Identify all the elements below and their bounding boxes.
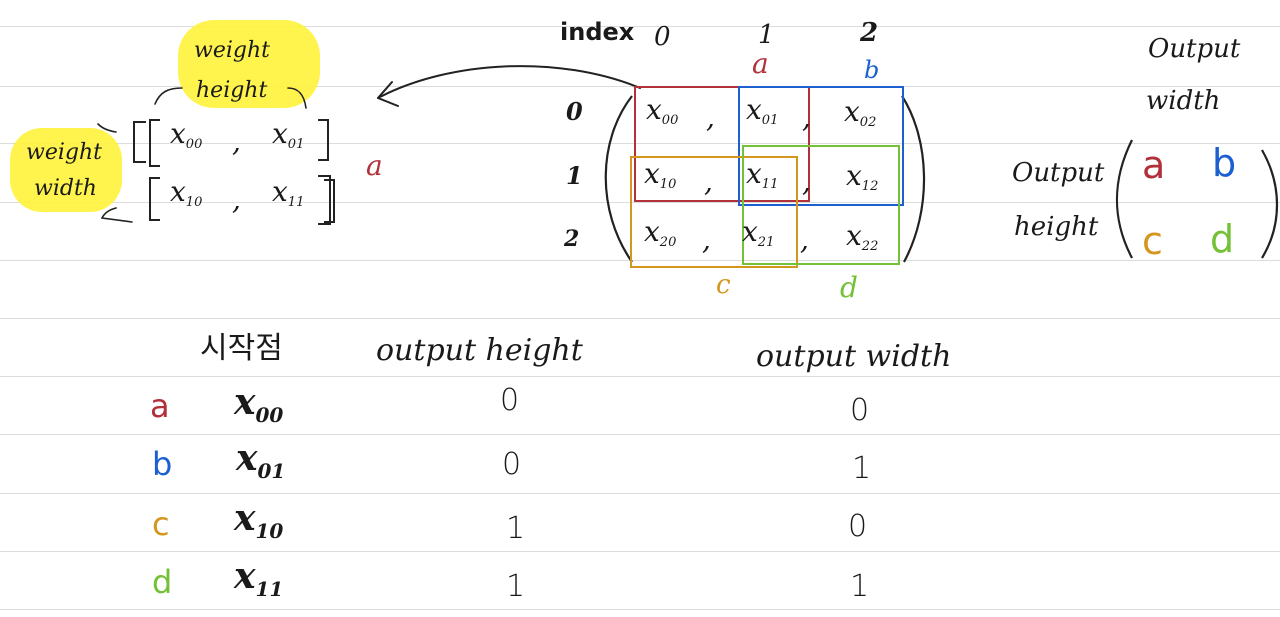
table-row-label: b bbox=[152, 445, 173, 483]
index-col-2: 2 bbox=[860, 18, 879, 48]
table-start-sub: 00 bbox=[255, 403, 284, 427]
window-box-a bbox=[634, 86, 810, 202]
weight-width-label-line2: width bbox=[34, 176, 97, 201]
table-start-sub: 10 bbox=[255, 519, 284, 543]
weight-height-label-line2: height bbox=[196, 78, 268, 103]
output-entry-c: c bbox=[1142, 219, 1163, 263]
window-box-b bbox=[738, 86, 904, 206]
matrix-x20-sub: 20 bbox=[659, 235, 677, 250]
weight-width-highlight bbox=[10, 128, 122, 212]
matrix-x01-sub: 01 bbox=[761, 113, 779, 128]
index-col-0: 0 bbox=[654, 22, 671, 52]
weight-w11-sub: 11 bbox=[287, 195, 305, 210]
index-row-2: 2 bbox=[564, 226, 580, 252]
table-start-sub: 01 bbox=[257, 459, 286, 483]
matrix-comma: , bbox=[706, 101, 715, 134]
output-width-label-line2: width bbox=[1146, 86, 1221, 116]
table-width-value: 0 bbox=[850, 393, 870, 428]
matrix-x02-sub: 02 bbox=[859, 115, 877, 130]
table-start-point: x01 bbox=[236, 437, 286, 483]
ruled-line bbox=[0, 318, 1280, 319]
window-box-d bbox=[742, 145, 900, 265]
matrix-comma: , bbox=[800, 223, 809, 256]
table-start-point: x00 bbox=[234, 381, 284, 427]
weight-height-label-line1: weight bbox=[194, 38, 270, 63]
index-col-1: 1 bbox=[758, 20, 775, 50]
matrix-x20: x20 bbox=[644, 215, 677, 250]
table-row-label: a bbox=[150, 387, 170, 425]
matrix-comma: , bbox=[802, 165, 811, 198]
ruled-line bbox=[0, 609, 1280, 610]
ruled-line bbox=[0, 26, 1280, 27]
weight-width-label-line1: weight bbox=[26, 140, 102, 165]
ruled-line bbox=[0, 551, 1280, 552]
weight-w01-sub: 01 bbox=[287, 137, 305, 152]
table-header-output-height: output height bbox=[376, 333, 583, 368]
weight-w10-sub: 10 bbox=[185, 195, 203, 210]
ruled-line bbox=[0, 143, 1280, 144]
output-height-label-line1: Output bbox=[1012, 158, 1105, 188]
matrix-comma: , bbox=[704, 165, 713, 198]
matrix-x21: x21 bbox=[742, 215, 775, 250]
output-entry-b: b bbox=[1212, 141, 1237, 185]
weight-w00-sub: 00 bbox=[185, 137, 203, 152]
table-header-output-width: output width bbox=[756, 339, 952, 374]
table-width-value: 0 bbox=[848, 509, 868, 544]
window-label-b: b bbox=[864, 56, 880, 84]
matrix-x02: x02 bbox=[844, 95, 877, 130]
matrix-x10-sub: 10 bbox=[659, 177, 677, 192]
window-box-c bbox=[630, 156, 798, 268]
ruled-line bbox=[0, 202, 1280, 203]
table-row-label: c bbox=[152, 505, 170, 543]
weight-w00: x00 bbox=[170, 117, 203, 152]
weight-w11: x11 bbox=[272, 175, 305, 210]
table-row-label: d bbox=[152, 563, 173, 601]
ruled-line bbox=[0, 260, 1280, 261]
ruled-line bbox=[0, 493, 1280, 494]
window-label-c: c bbox=[716, 270, 731, 300]
table-width-value: 1 bbox=[852, 451, 872, 486]
matrix-x11: x11 bbox=[746, 157, 779, 192]
window-label-a: a bbox=[752, 47, 769, 80]
ruled-line bbox=[0, 376, 1280, 377]
matrix-x01: x01 bbox=[746, 93, 779, 128]
table-start-point: x10 bbox=[234, 497, 284, 543]
weight-height-highlight bbox=[178, 20, 320, 108]
ruled-line bbox=[0, 434, 1280, 435]
output-height-label-line2: height bbox=[1014, 212, 1099, 242]
matrix-comma: , bbox=[702, 223, 711, 256]
index-row-1: 1 bbox=[566, 161, 583, 190]
table-start-sub: 11 bbox=[255, 577, 284, 601]
table-width-value: 1 bbox=[850, 569, 870, 604]
matrix-x11-sub: 11 bbox=[761, 177, 779, 192]
matrix-x22: x22 bbox=[846, 219, 879, 254]
table-height-value: 0 bbox=[500, 383, 520, 418]
output-entry-d: d bbox=[1210, 217, 1235, 261]
table-start-point: x11 bbox=[234, 555, 284, 601]
weight-side-label: a bbox=[366, 149, 383, 182]
output-entry-a: a bbox=[1142, 143, 1166, 187]
matrix-x12-sub: 12 bbox=[861, 179, 879, 194]
matrix-comma: , bbox=[802, 101, 811, 134]
table-height-value: 1 bbox=[506, 511, 526, 546]
table-height-value: 0 bbox=[502, 447, 522, 482]
table-height-value: 1 bbox=[506, 569, 526, 604]
matrix-x21-sub: 21 bbox=[757, 235, 775, 250]
matrix-x00-sub: 00 bbox=[661, 113, 679, 128]
weight-comma: , bbox=[232, 125, 241, 158]
weight-comma: , bbox=[232, 183, 241, 216]
index-label: index bbox=[560, 18, 635, 46]
table-header-start: 시작점 bbox=[200, 331, 283, 366]
weight-w01: x01 bbox=[272, 117, 305, 152]
output-width-label-line1: Output bbox=[1148, 34, 1241, 64]
matrix-x10: x10 bbox=[644, 157, 677, 192]
matrix-x22-sub: 22 bbox=[861, 239, 879, 254]
matrix-x12: x12 bbox=[846, 159, 879, 194]
window-label-d: d bbox=[840, 271, 858, 304]
index-row-0: 0 bbox=[566, 97, 583, 126]
matrix-x00: x00 bbox=[646, 93, 679, 128]
weight-w10: x10 bbox=[170, 175, 203, 210]
